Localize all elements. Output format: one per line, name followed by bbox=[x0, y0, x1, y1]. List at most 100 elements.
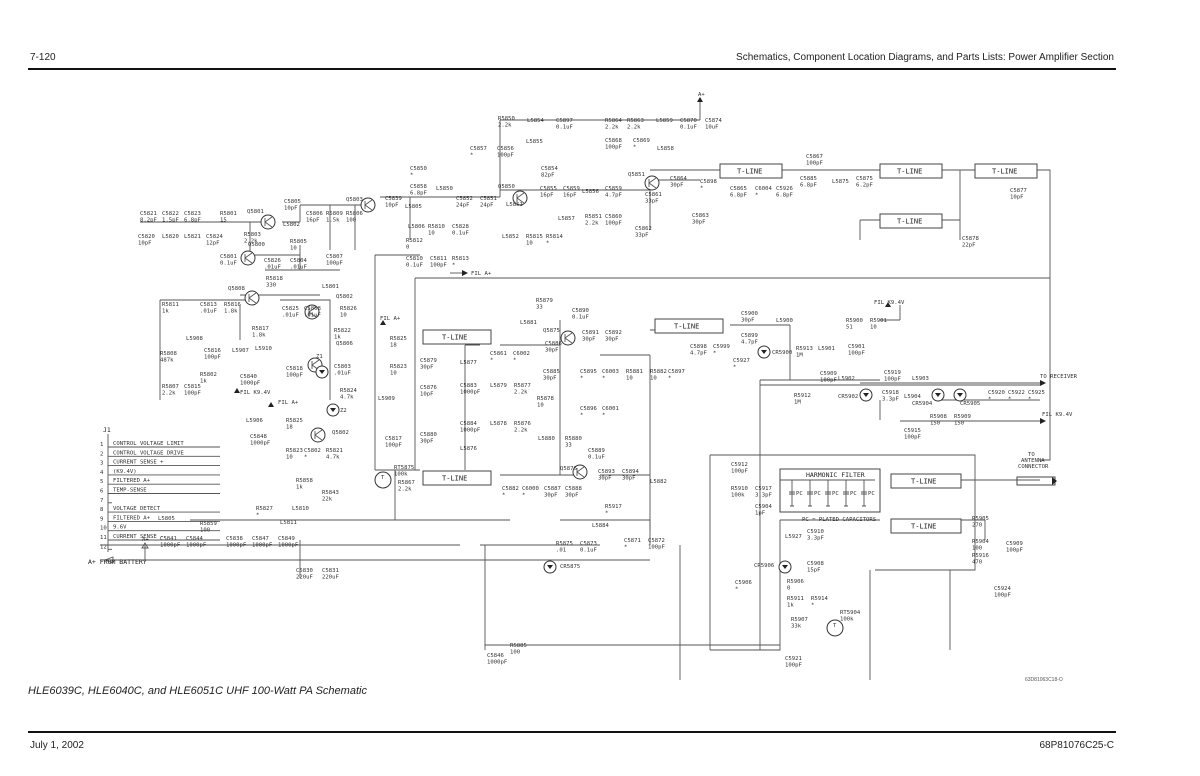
component-ref: C5884 bbox=[460, 421, 477, 427]
component-value: 30pF bbox=[565, 493, 579, 499]
component-ref: L5805 bbox=[405, 204, 422, 210]
j1-pin-number: 1 bbox=[100, 442, 103, 448]
component-value: 33pF bbox=[645, 199, 659, 205]
component-ref: R5805 bbox=[290, 239, 307, 245]
j1-pin-label: CURRENT SENSE + bbox=[113, 460, 164, 466]
footer-date: July 1, 2002 bbox=[30, 740, 84, 751]
component-ref: R5858 bbox=[296, 478, 313, 484]
component-ref: C5927 bbox=[733, 358, 750, 364]
component-value: 0.1uF bbox=[556, 125, 573, 131]
component-ref: C5898 bbox=[690, 344, 707, 350]
component-value: 33pF bbox=[635, 233, 649, 239]
component-value: 0.1uF bbox=[588, 455, 605, 461]
j1-pin-label: VOLTAGE DETECT bbox=[113, 506, 161, 512]
component-ref: CR5906 bbox=[754, 563, 774, 569]
tline-block-1 bbox=[719, 163, 783, 179]
component-ref: L5802 bbox=[283, 222, 300, 228]
component-r5917: R5917* bbox=[605, 504, 622, 517]
transistor-symbol bbox=[572, 464, 588, 480]
component-ref: C5854 bbox=[541, 166, 558, 172]
svg-text:T-LINE: T-LINE bbox=[992, 168, 1017, 176]
component-ref: C5910 bbox=[807, 529, 824, 535]
component-value: 0.1uF bbox=[572, 315, 589, 321]
tline-block-5 bbox=[422, 329, 492, 345]
thermistor-symbol bbox=[374, 471, 392, 489]
component-ref: C5826 bbox=[264, 258, 281, 264]
component-ref: C5860 bbox=[605, 214, 622, 220]
component-value: 100pF bbox=[806, 161, 823, 167]
component-ref: Q5802 bbox=[332, 430, 349, 436]
component-ref: C5888 bbox=[565, 486, 582, 492]
component-ref: C5880 bbox=[420, 432, 437, 438]
component-q5803: Q5803 bbox=[346, 197, 363, 203]
component-ref: C5922 bbox=[1008, 390, 1025, 396]
component-l5820: L5820 bbox=[162, 234, 179, 240]
component-ref: R5875 bbox=[556, 541, 573, 547]
component-q5850: Q5850 bbox=[498, 184, 515, 190]
component-q5875: Q5875 bbox=[543, 328, 560, 334]
component-c5895: C5895* bbox=[580, 369, 597, 382]
component-value: 100pF bbox=[204, 355, 221, 361]
component-q5808: Q5808 bbox=[228, 286, 245, 292]
plated-capacitor-symbol bbox=[825, 491, 831, 507]
component-ref: L5906 bbox=[246, 418, 263, 424]
component-value: 4.7pF bbox=[741, 340, 758, 346]
component-ref: C5898 bbox=[700, 179, 717, 185]
component-ref: R5813 bbox=[452, 256, 469, 262]
component-ref: L5927 bbox=[785, 534, 802, 540]
component-l5907: L5907 bbox=[232, 348, 249, 354]
component-ref: C5811 bbox=[430, 256, 447, 262]
component-ref: R5864 bbox=[605, 118, 622, 124]
j1-pin-number: 9 bbox=[100, 516, 103, 522]
component-value: 1.5k bbox=[326, 218, 340, 224]
component-cr5906: CR5906 bbox=[754, 563, 774, 569]
component-ref: L5880 bbox=[538, 436, 555, 442]
device-symbols: TT bbox=[240, 175, 967, 637]
component-ref: C5821 bbox=[140, 211, 157, 217]
component-value: 100pF bbox=[286, 373, 303, 379]
component-value: 15 bbox=[220, 218, 227, 224]
component-ref: C5886 bbox=[545, 341, 562, 347]
figure-caption: HLE6039C, HLE6040C, and HLE6051C UHF 100… bbox=[28, 685, 367, 697]
component-value: 1000pF bbox=[487, 660, 508, 666]
component-ref: RT5875 bbox=[394, 465, 414, 471]
component-value: 1000pF bbox=[278, 543, 299, 549]
component-l5909: L5909 bbox=[378, 396, 395, 402]
component-value: * bbox=[811, 603, 814, 609]
component-value: 0 bbox=[406, 245, 409, 251]
component-ref: R5843 bbox=[322, 490, 339, 496]
component-ref: R5803 bbox=[244, 232, 261, 238]
component-value: .01uF bbox=[282, 313, 299, 319]
component-value: 10 bbox=[537, 403, 544, 409]
j1-pin-label: (K9.4V) bbox=[113, 469, 137, 475]
component-value: 16pF bbox=[306, 218, 320, 224]
component-ref: C5861 bbox=[490, 351, 507, 357]
component-l5881: L5881 bbox=[520, 320, 537, 326]
component-value: 1k bbox=[296, 485, 303, 491]
component-c5906: C5906* bbox=[735, 580, 752, 593]
component-c5869: C5869* bbox=[633, 138, 650, 151]
component-value: * bbox=[580, 413, 583, 419]
component-q5876: Q5876 bbox=[560, 466, 577, 472]
component-value: 6.8pF bbox=[800, 183, 817, 189]
